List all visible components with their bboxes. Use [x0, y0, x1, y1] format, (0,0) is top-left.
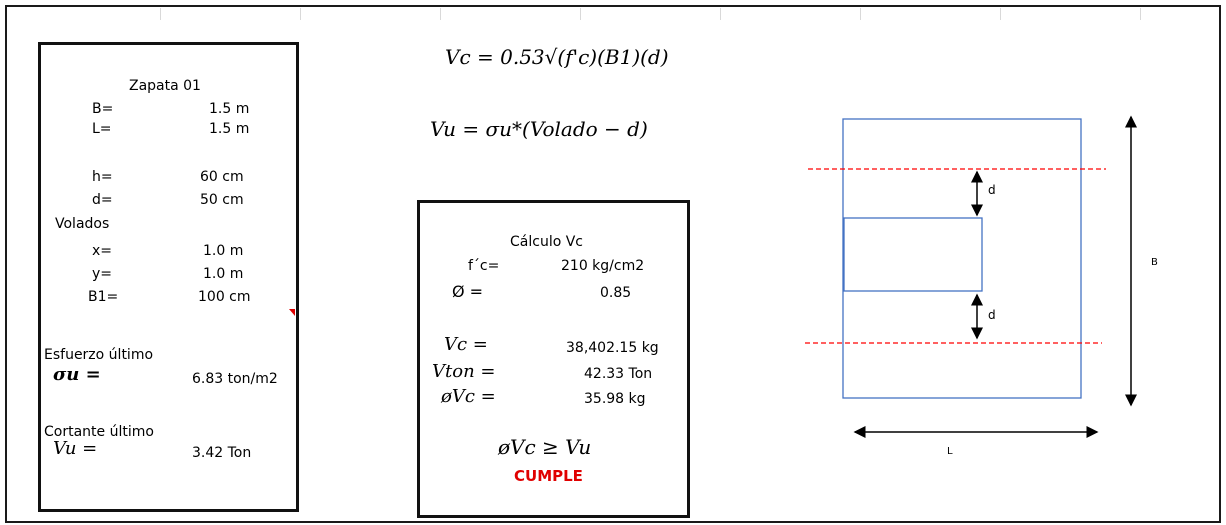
phivc-symbol: øVc =: [441, 386, 496, 407]
gridline: [1140, 8, 1141, 20]
gridline: [580, 8, 581, 20]
d-value: 50 cm: [200, 192, 244, 208]
b-label: B: [1151, 257, 1158, 268]
calculation-panel: [417, 200, 690, 518]
phi-label: Ø =: [452, 282, 484, 301]
b-label: B=: [92, 101, 114, 117]
vu-formula: Vu = σu*(Volado − d): [430, 117, 648, 141]
sigma-value: 6.83 ton/m2: [192, 371, 278, 387]
fc-label: f´c=: [468, 258, 500, 274]
gridline: [860, 8, 861, 20]
b1-value: 100 cm: [198, 289, 251, 305]
fc-value: 210 kg/cm2: [561, 258, 645, 274]
volados-label: Volados: [55, 216, 110, 232]
footing-outline: [842, 118, 1082, 399]
vton-symbol: Vton =: [432, 361, 496, 382]
phivc-value: 35.98 kg: [584, 391, 646, 407]
gridline: [440, 8, 441, 20]
gridline: [1000, 8, 1001, 20]
vc-value: 38,402.15 kg: [566, 340, 659, 356]
x-value: 1.0 m: [203, 243, 244, 259]
d-bottom-label: d: [988, 308, 996, 322]
gridline: [720, 8, 721, 20]
h-label: h=: [92, 169, 113, 185]
cell-comment-marker: [289, 309, 295, 316]
gridline: [300, 8, 301, 20]
vc-symbol: Vc =: [444, 334, 488, 355]
vu-value: 3.42 Ton: [192, 445, 252, 461]
vu-symbol: Vu =: [53, 438, 98, 459]
l-label: L: [947, 446, 953, 457]
vc-formula: Vc = 0.53√(f'c)(B1)(d): [445, 45, 669, 69]
h-value: 60 cm: [200, 169, 244, 185]
vton-value: 42.33 Ton: [584, 366, 653, 382]
sigma-symbol: σu =: [53, 364, 101, 385]
b-value: 1.5 m: [209, 101, 250, 117]
footing-diagram: d d B L: [805, 115, 1158, 457]
esfuerzo-label: Esfuerzo último: [44, 347, 154, 363]
y-value: 1.0 m: [203, 266, 244, 282]
gridline: [160, 8, 161, 20]
footing-data-panel: [38, 42, 299, 512]
column-outline: [843, 217, 983, 292]
check-formula: øVc ≥ Vu: [498, 435, 592, 459]
panel-title: Zapata 01: [129, 78, 201, 94]
l-value: 1.5 m: [209, 121, 250, 137]
cortante-label: Cortante último: [44, 424, 154, 440]
y-label: y=: [92, 266, 113, 282]
result-status: CUMPLE: [514, 467, 583, 485]
b1-label: B1=: [88, 289, 119, 305]
x-label: x=: [92, 243, 113, 259]
phi-value: 0.85: [600, 285, 632, 301]
calc-title: Cálculo Vc: [510, 234, 583, 250]
d-top-label: d: [988, 183, 996, 197]
d-label: d=: [92, 192, 113, 208]
worksheet-area: [5, 5, 1221, 523]
l-label: L=: [92, 121, 112, 137]
